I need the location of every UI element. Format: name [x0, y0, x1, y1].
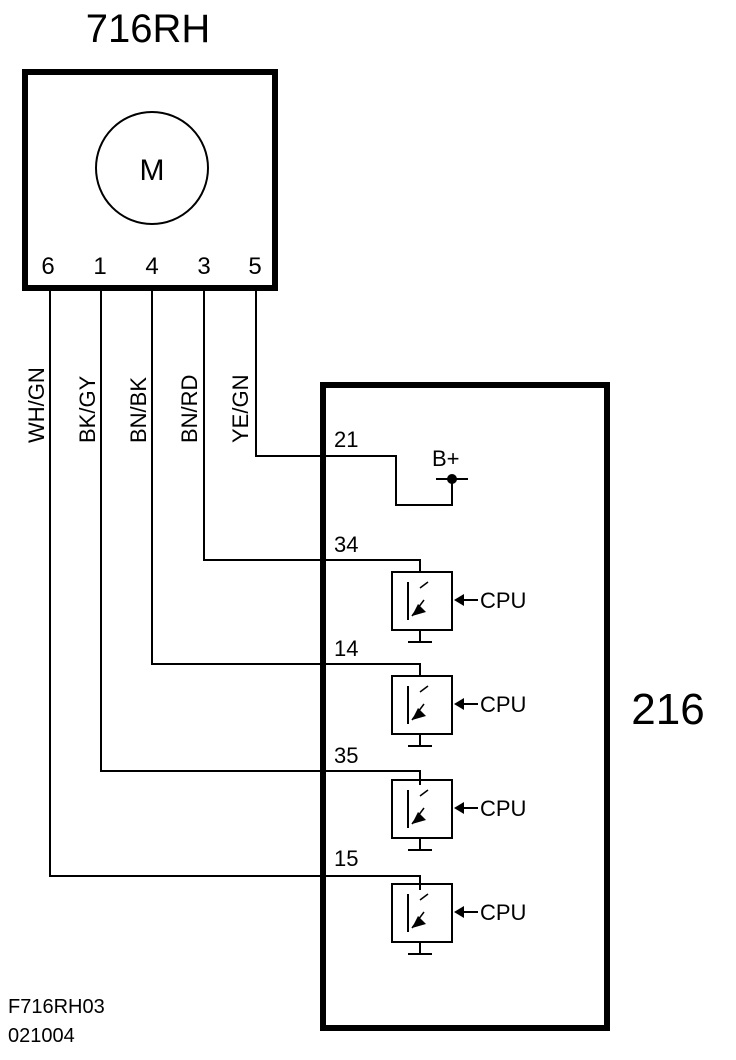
wire-pin4 [151, 288, 421, 676]
figure-code: F716RH03 [8, 996, 105, 1018]
control-module-box [320, 382, 610, 1031]
terminal-label: 35 [334, 743, 358, 768]
wire-color-label: BN/BK [126, 377, 151, 443]
pin-label: 3 [197, 253, 210, 280]
wire-color-label: WH/GN [24, 367, 49, 443]
wire-color-label: BN/RD [177, 375, 202, 443]
wire-pin1 [100, 288, 421, 785]
pin-label: 5 [248, 253, 261, 280]
motor-component-box [22, 69, 278, 291]
cpu-label: CPU [480, 588, 526, 613]
wire-pin5 [255, 288, 453, 506]
driver-transistor [391, 675, 478, 747]
driver-transistor [391, 779, 478, 851]
pin-label: 4 [145, 253, 158, 280]
terminal-label: 34 [334, 532, 358, 557]
date-code: 021004 [8, 1025, 75, 1047]
cpu-label: CPU [480, 692, 526, 717]
pin-label: 6 [41, 253, 54, 280]
wire-pin3 [203, 288, 421, 572]
wire-color-label: YE/GN [228, 375, 253, 443]
cpu-label: CPU [480, 796, 526, 821]
driver-transistor [391, 571, 478, 643]
driver-transistor [391, 883, 478, 955]
terminal-label: 15 [334, 846, 358, 871]
supply-label: B+ [432, 446, 460, 471]
pin-label: 1 [93, 253, 106, 280]
terminal-label: 14 [334, 636, 358, 661]
motor-symbol: M [140, 154, 165, 187]
control-module-title: 216 [631, 685, 704, 734]
motor-circle [95, 111, 209, 225]
terminal-label: 21 [334, 427, 358, 452]
motor-component-title: 716RH [86, 7, 211, 51]
wire-color-label: BK/GY [75, 375, 100, 443]
cpu-label: CPU [480, 900, 526, 925]
